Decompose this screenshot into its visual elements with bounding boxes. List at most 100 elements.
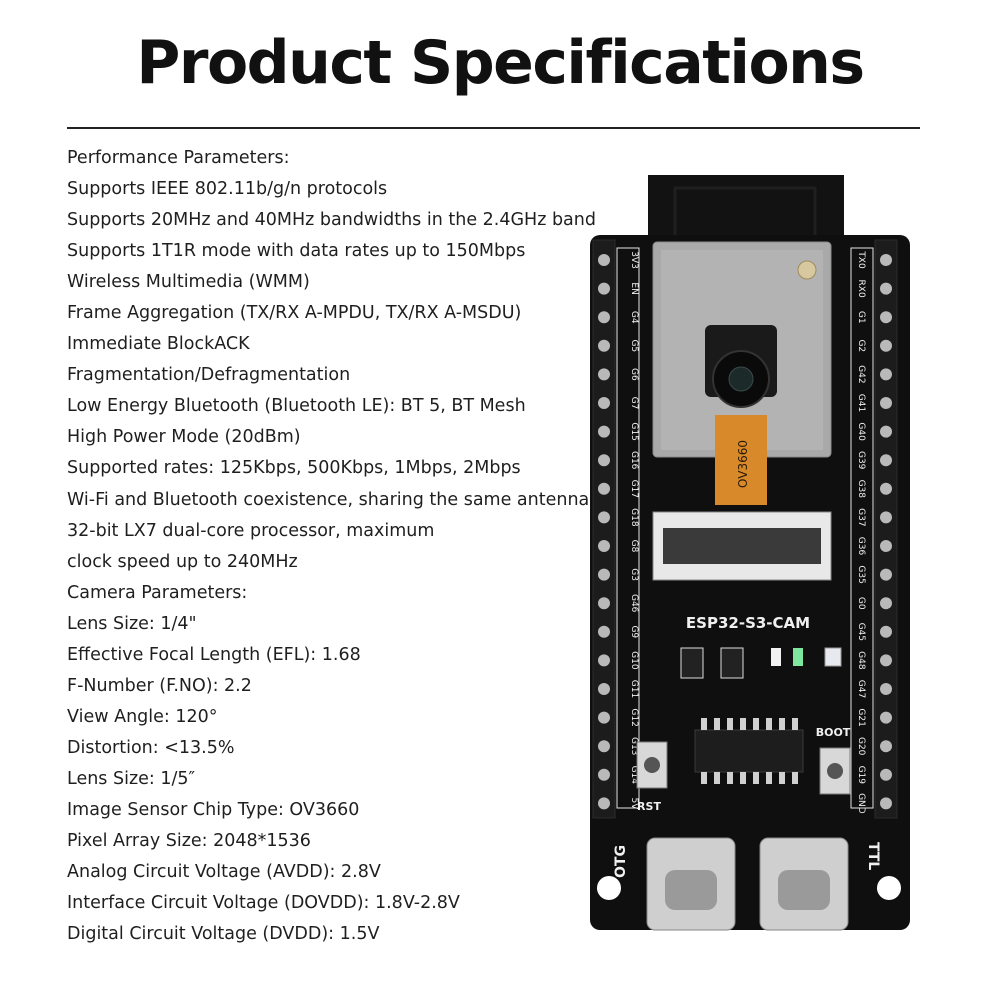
left-pin-label: G8 [629,540,639,553]
right-pin-label: G47 [856,680,866,698]
ttl-label: TTL [865,842,881,870]
spec-line: Wireless Multimedia (WMM) [67,272,310,293]
header-pin [598,568,610,581]
header-pin [598,397,610,409]
header-pin [598,425,610,438]
header-pin [598,711,610,724]
chip-pin [766,772,772,784]
header-pin [880,540,892,552]
spec-line: Effective Focal Length (EFL): 1.68 [67,644,361,665]
spec-line: Performance Parameters: [67,148,290,168]
right-pin-label: G41 [856,394,866,412]
header-pin [880,454,892,467]
right-pin-label: G45 [856,623,866,641]
header-pin [598,311,610,324]
spec-line: Fragmentation/Defragmentation [67,365,351,386]
spec-line: Analog Circuit Voltage (AVDD): 2.8V [67,862,381,883]
left-pin-label: G6 [629,368,639,381]
board-name: ESP32-S3-CAM [686,614,810,632]
left-pin-label: G13 [629,737,639,755]
right-pin-label: TX0 [856,250,866,269]
left-pin-label: 5V [629,797,639,810]
header-pin [598,540,610,552]
header-pin [880,625,892,638]
chip-pin [701,772,707,784]
spec-line: Pixel Array Size: 2048*1536 [67,831,311,852]
title-divider [67,127,920,129]
header-pin [880,740,892,753]
chip-pin [740,772,746,784]
left-pin-label: G3 [629,568,639,581]
mount-hole-left [597,876,621,900]
left-pin-label: G12 [629,708,639,726]
header-pin [880,511,892,524]
page-title: Product Specifications [136,28,865,98]
spec-line: Supports IEEE 802.11b/g/n protocols [67,179,388,200]
spec-line: Interface Circuit Voltage (DOVDD): 1.8V-… [67,893,460,914]
header-pin [598,339,610,352]
spec-line: clock speed up to 240MHz [67,551,298,572]
left-pin-label: G17 [629,480,639,498]
left-pins [598,254,610,810]
spec-line: Low Energy Bluetooth (Bluetooth LE): BT … [67,396,526,417]
left-pin-header [592,239,616,819]
spec-line: Lens Size: 1/5″ [67,768,196,789]
left-pin-label: G16 [629,451,639,470]
chip-pin [714,718,720,730]
right-pin-label: G37 [856,508,866,526]
header-pin [598,768,610,781]
rst-label: RST [637,800,661,813]
header-pin [880,597,892,610]
spec-line: Digital Circuit Voltage (DVDD): 1.5V [67,924,380,945]
esp32-s3-cam-board: 3V3ENG4G5G6G7G15G16G17G18G8G3G46G9G10G11… [590,175,910,931]
header-pin [880,482,892,495]
header-pin [598,454,610,467]
chip-pin [753,718,759,730]
chip-pin [792,718,798,730]
header-pin [880,339,892,352]
header-pin [598,683,610,695]
right-pin-label: G48 [856,651,866,670]
header-pin [598,740,610,753]
header-pin [880,368,892,381]
right-pin-label: G1 [856,311,866,324]
spec-line: Image Sensor Chip Type: OV3660 [67,799,360,820]
boot-label: BOOT [816,726,851,739]
camera-label: OV3660 [736,440,750,488]
left-pin-labels: 3V3ENG4G5G6G7G15G16G17G18G8G3G46G9G10G11… [629,251,639,810]
usb-c-otg-opening [665,870,717,910]
led-2 [793,648,803,666]
spec-line: Wi-Fi and Bluetooth coexistence, sharing… [67,489,590,510]
right-pin-header [874,239,898,819]
header-pin [598,597,610,610]
camera-lens-inner [728,366,754,392]
header-pin [598,511,610,524]
chip-pin [701,718,707,730]
right-pins [880,254,892,810]
spec-list: Performance Parameters: Supports IEEE 802… [67,144,596,951]
spec-line: Supports 1T1R mode with data rates up to… [67,241,526,262]
header-pin [880,568,892,581]
spec-line: Supported rates: 125Kbps, 500Kbps, 1Mbps… [67,458,521,479]
header-pin [880,768,892,781]
right-pin-label: RX0 [856,280,866,298]
right-pin-label: G2 [856,339,866,352]
chip-pin [740,718,746,730]
right-pin-label: G35 [856,565,866,583]
spec-line: Frame Aggregation (TX/RX A-MPDU, TX/RX A… [67,303,522,324]
left-silk-frame [616,247,640,809]
boot-button-cap [827,763,843,779]
led-1 [771,648,781,666]
spec-line: Distortion: <13.5% [67,737,235,758]
left-pin-label: G15 [629,422,639,440]
chip-pin [766,718,772,730]
left-pin-label: G11 [629,680,639,698]
right-pin-label: G42 [856,365,866,383]
header-pin [880,654,892,667]
spec-line: Camera Parameters: [67,582,248,603]
chip-pin [792,772,798,784]
regulator-1 [680,647,704,679]
right-pin-label: G38 [856,480,866,499]
chip-pin [727,718,733,730]
camera-ribbon [715,415,767,505]
